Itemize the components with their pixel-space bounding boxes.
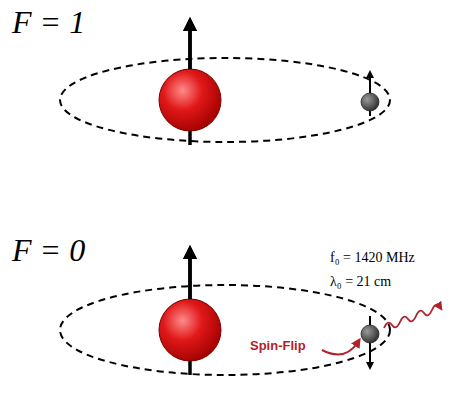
orbit-ellipse [60,285,390,375]
electron [361,93,379,111]
label-holder: λ₀ = 21 cm [330,272,391,290]
wavelength-label: λ₀ = 21 cm [330,274,391,289]
label-holder: F = 1 [12,4,85,41]
frequency-label: f₀ = 1420 MHz [330,250,415,265]
label-holder: f₀ = 1420 MHz [330,248,415,266]
label-holder: Spin-Flip [250,336,306,354]
proton-spin-arrow [188,24,192,69]
spin-flip-arrow [322,342,358,355]
orbit-ellipse [60,58,390,142]
electron [361,325,379,343]
label-holder: F = 0 [12,232,85,269]
proton [159,69,221,131]
proton [159,299,221,361]
state-label: F = 0 [12,232,85,268]
photon-wave [384,305,440,328]
proton-spin-arrow [188,252,192,299]
spin-flip-label: Spin-Flip [250,338,306,353]
state-label: F = 1 [12,4,85,40]
